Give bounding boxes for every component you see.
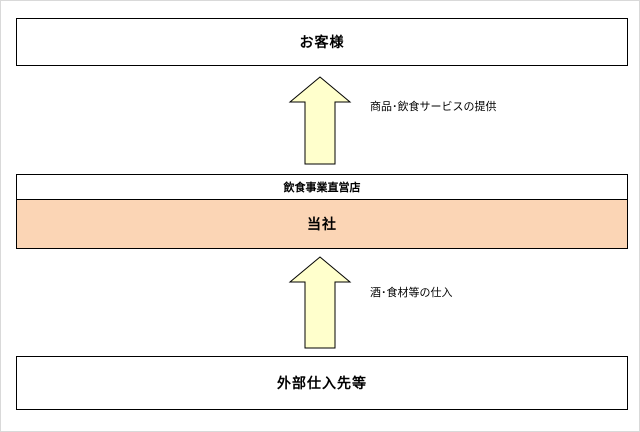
supplier-box: 外部仕入先等: [16, 356, 628, 410]
flow-upper-label: 商品･飲食サービスの提供: [370, 100, 497, 113]
direct-store-header: 飲食事業直営店: [16, 174, 628, 200]
direct-store-label: 飲食事業直営店: [283, 181, 361, 194]
customer-label: お客様: [299, 35, 345, 51]
company-label: 当社: [307, 217, 337, 233]
flow-lower-label: 酒･食材等の仕入: [370, 286, 453, 299]
supplier-label: 外部仕入先等: [277, 376, 367, 392]
customer-box: お客様: [16, 18, 628, 66]
upward-arrow-upper: [288, 76, 352, 165]
upward-arrow-lower: [288, 256, 352, 349]
company-box: 当社: [16, 199, 628, 249]
